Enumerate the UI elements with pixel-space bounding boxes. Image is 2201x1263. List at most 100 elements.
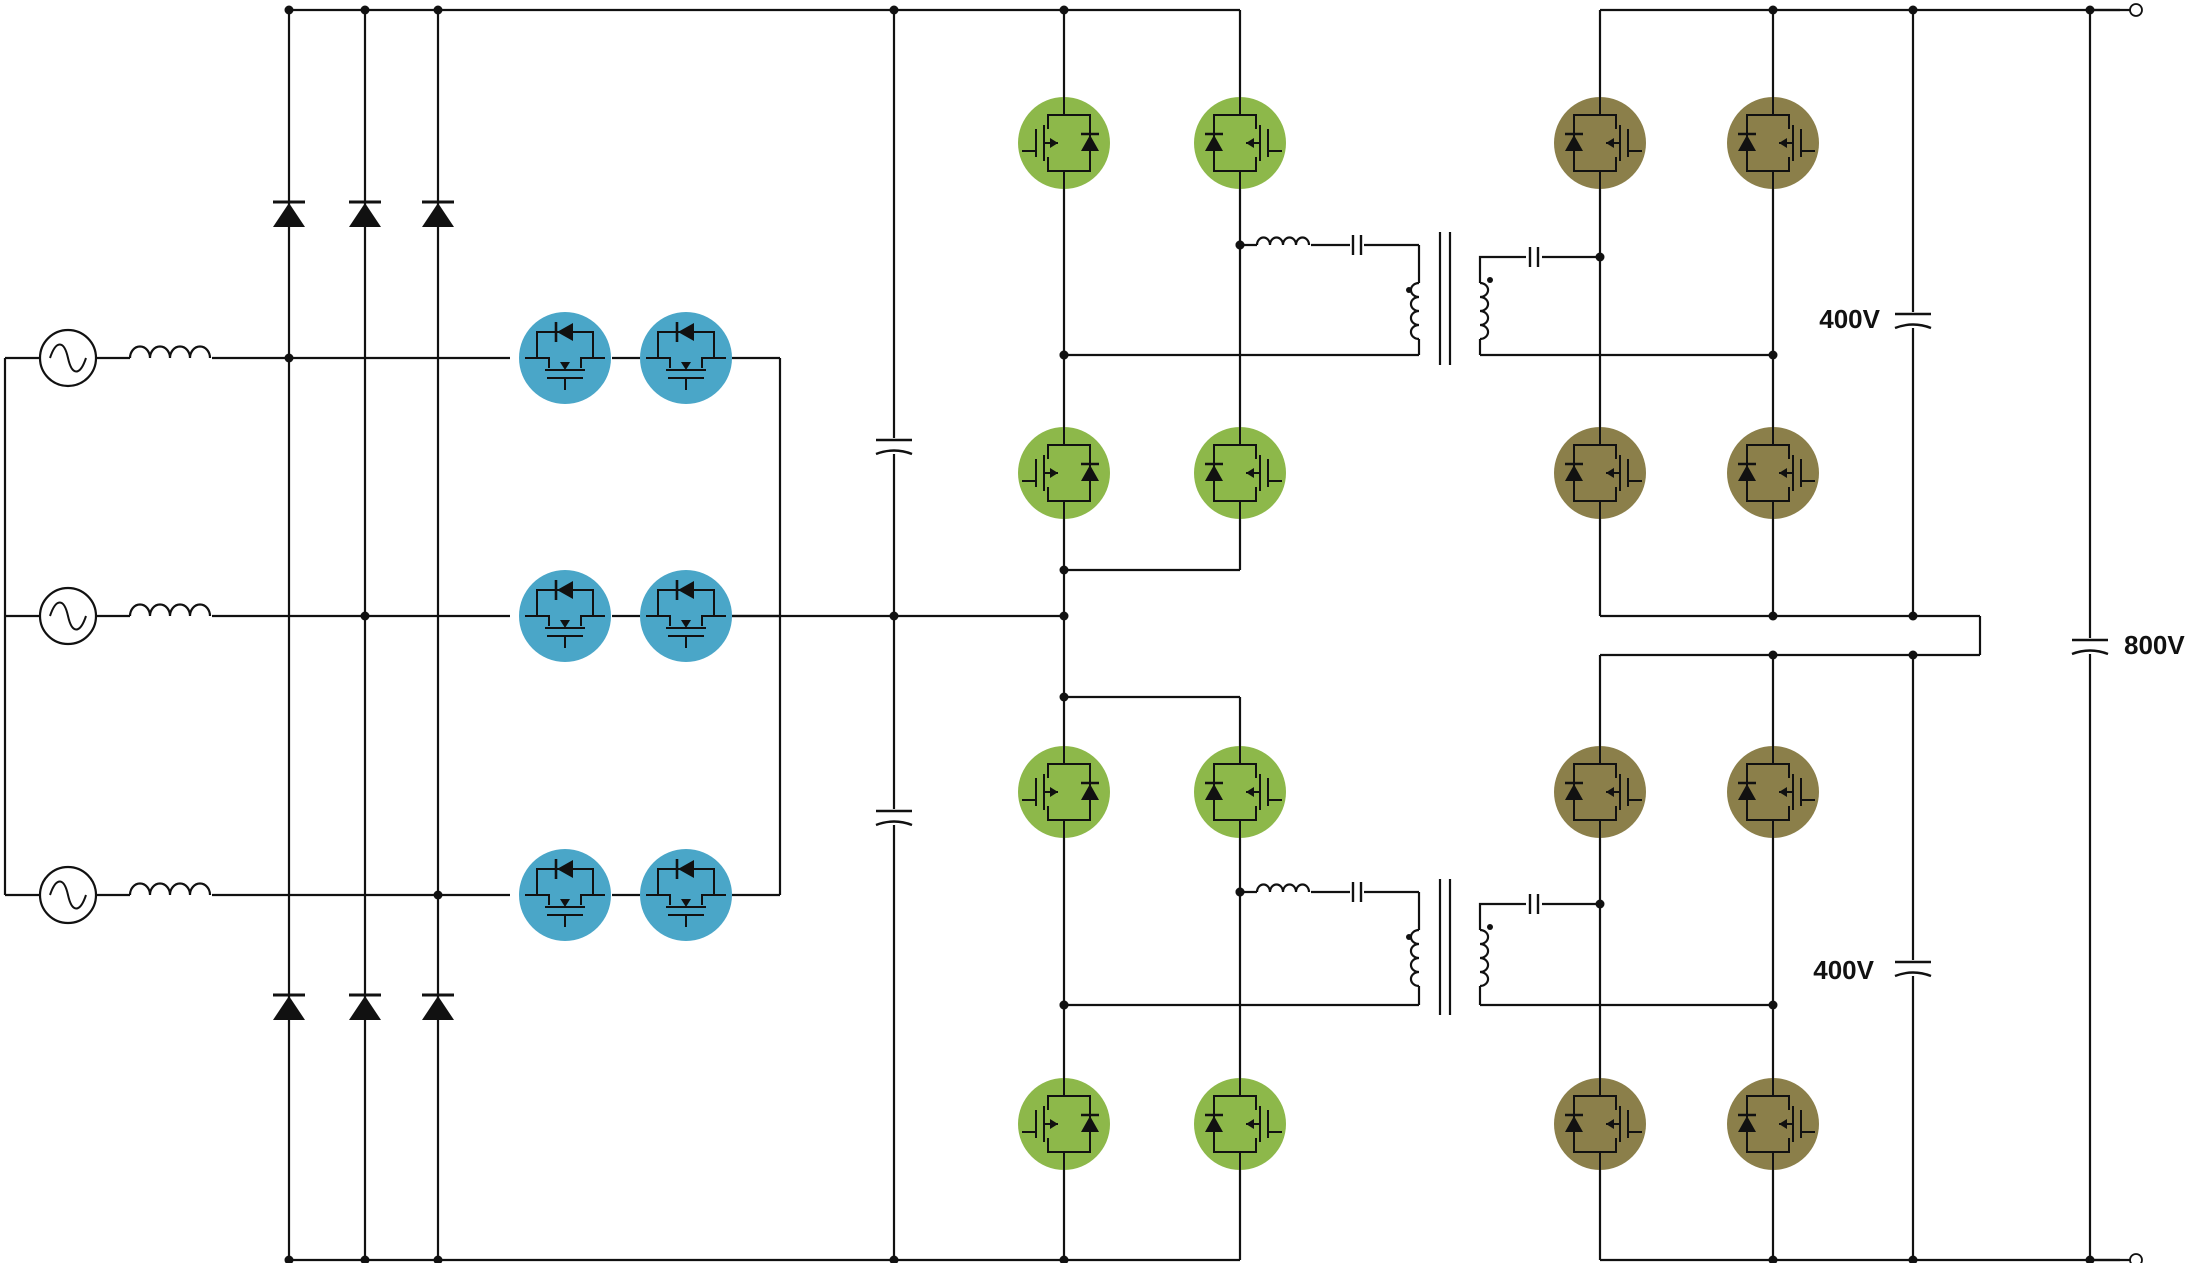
mosfet-body xyxy=(1194,1078,1286,1170)
mosfet-switch xyxy=(1727,427,1819,519)
components xyxy=(38,97,2109,1170)
mosfet-source xyxy=(1600,487,1617,502)
mosfet-body xyxy=(1727,427,1819,519)
mosfet-switch xyxy=(1727,746,1819,838)
junction-dot xyxy=(1768,1255,1778,1263)
vienna-bidirectional-switch xyxy=(519,570,611,662)
arrow-icon xyxy=(1779,468,1787,478)
capacitor-plate xyxy=(875,820,913,827)
channel-lead xyxy=(658,357,671,368)
arrow-icon xyxy=(681,620,691,628)
mosfet-drain xyxy=(1600,114,1617,129)
switch-body xyxy=(519,570,611,662)
junction-dot xyxy=(360,611,370,621)
junction-dot xyxy=(889,611,899,621)
mosfet-drain xyxy=(1047,114,1064,129)
mosfet-drain xyxy=(1240,444,1257,459)
mosfet-body xyxy=(1018,427,1110,519)
arrow-icon xyxy=(1606,468,1614,478)
mosfet-source xyxy=(1600,157,1617,172)
mosfet-switch xyxy=(1018,1078,1110,1170)
mosfet-drain xyxy=(1047,763,1064,778)
diode-icon xyxy=(349,996,381,1020)
arrow-icon xyxy=(1050,1119,1058,1129)
diode-icon xyxy=(422,203,454,227)
arrow-icon xyxy=(1246,1119,1254,1129)
switch-body xyxy=(640,312,732,404)
diode-icon xyxy=(422,996,454,1020)
inductor xyxy=(128,603,212,617)
mosfet-switch xyxy=(1727,97,1819,189)
vienna-bidirectional-switch xyxy=(519,312,611,404)
channel-lead xyxy=(537,894,550,905)
arrow-icon xyxy=(560,362,570,370)
diode-icon xyxy=(1081,784,1099,800)
mosfet-source xyxy=(1047,487,1064,502)
mosfet-body xyxy=(1727,97,1819,189)
channel-lead xyxy=(701,894,714,905)
mosfet-switch xyxy=(1554,746,1646,838)
polarity-dot xyxy=(1487,277,1493,283)
transformer-winding xyxy=(1409,281,1420,341)
diode-icon xyxy=(1205,135,1223,151)
sine-wave-icon xyxy=(49,601,87,631)
mosfet-switch xyxy=(1554,427,1646,519)
mosfet-body xyxy=(1554,427,1646,519)
mosfet-source xyxy=(1773,1138,1790,1153)
diode-icon xyxy=(678,323,694,341)
arrow-icon xyxy=(1050,787,1058,797)
ac-source-symbol xyxy=(38,328,98,388)
diode-icon xyxy=(557,860,573,878)
diode-icon xyxy=(557,323,573,341)
inductor xyxy=(128,882,212,896)
channel-lead xyxy=(580,615,593,626)
mosfet-body xyxy=(1727,746,1819,838)
channel-lead xyxy=(537,357,550,368)
inductor xyxy=(128,345,212,359)
mosfet-switch xyxy=(1018,427,1110,519)
arrow-icon xyxy=(1779,1119,1787,1129)
vienna-bidirectional-switch xyxy=(640,570,732,662)
diode-icon xyxy=(1205,784,1223,800)
arrow-icon xyxy=(1606,1119,1614,1129)
diode-icon xyxy=(273,203,305,227)
diode-icon xyxy=(1081,465,1099,481)
mosfet-source xyxy=(1240,487,1257,502)
mosfet-drain xyxy=(1240,763,1257,778)
channel-lead xyxy=(580,357,593,368)
junction-dot xyxy=(889,1255,899,1263)
channel-lead xyxy=(537,615,550,626)
wiring xyxy=(3,3,2143,1263)
mosfet-drain xyxy=(1773,444,1790,459)
polarity-dot xyxy=(1406,287,1412,293)
mosfet-source xyxy=(1600,806,1617,821)
mosfet-source xyxy=(1240,157,1257,172)
mosfet-switch xyxy=(1194,97,1286,189)
vienna-bidirectional-switch xyxy=(640,849,732,941)
arrow-icon xyxy=(1050,468,1058,478)
mosfet-switch xyxy=(1727,1078,1819,1170)
arrow-icon xyxy=(681,362,691,370)
ac-source-symbol xyxy=(38,865,98,925)
channel-lead xyxy=(701,615,714,626)
mosfet-body xyxy=(1194,427,1286,519)
arrow-icon xyxy=(560,899,570,907)
vienna-bidirectional-switch xyxy=(519,849,611,941)
diode-icon xyxy=(1738,1116,1756,1132)
capacitor-plate xyxy=(875,449,913,456)
junction-dot xyxy=(1059,1255,1069,1263)
mosfet-source xyxy=(1600,1138,1617,1153)
mosfet-body xyxy=(1554,746,1646,838)
diode-icon xyxy=(1081,1116,1099,1132)
mosfet-source xyxy=(1240,1138,1257,1153)
sine-wave-icon xyxy=(49,343,87,373)
sine-wave-icon xyxy=(49,880,87,910)
wire xyxy=(1478,902,1520,922)
arrow-icon xyxy=(1779,787,1787,797)
mosfet-drain xyxy=(1600,763,1617,778)
arrow-icon xyxy=(1246,468,1254,478)
inductor xyxy=(1255,883,1311,893)
mosfet-drain xyxy=(1773,763,1790,778)
transformer-winding xyxy=(1479,281,1490,341)
channel-lead xyxy=(658,615,671,626)
